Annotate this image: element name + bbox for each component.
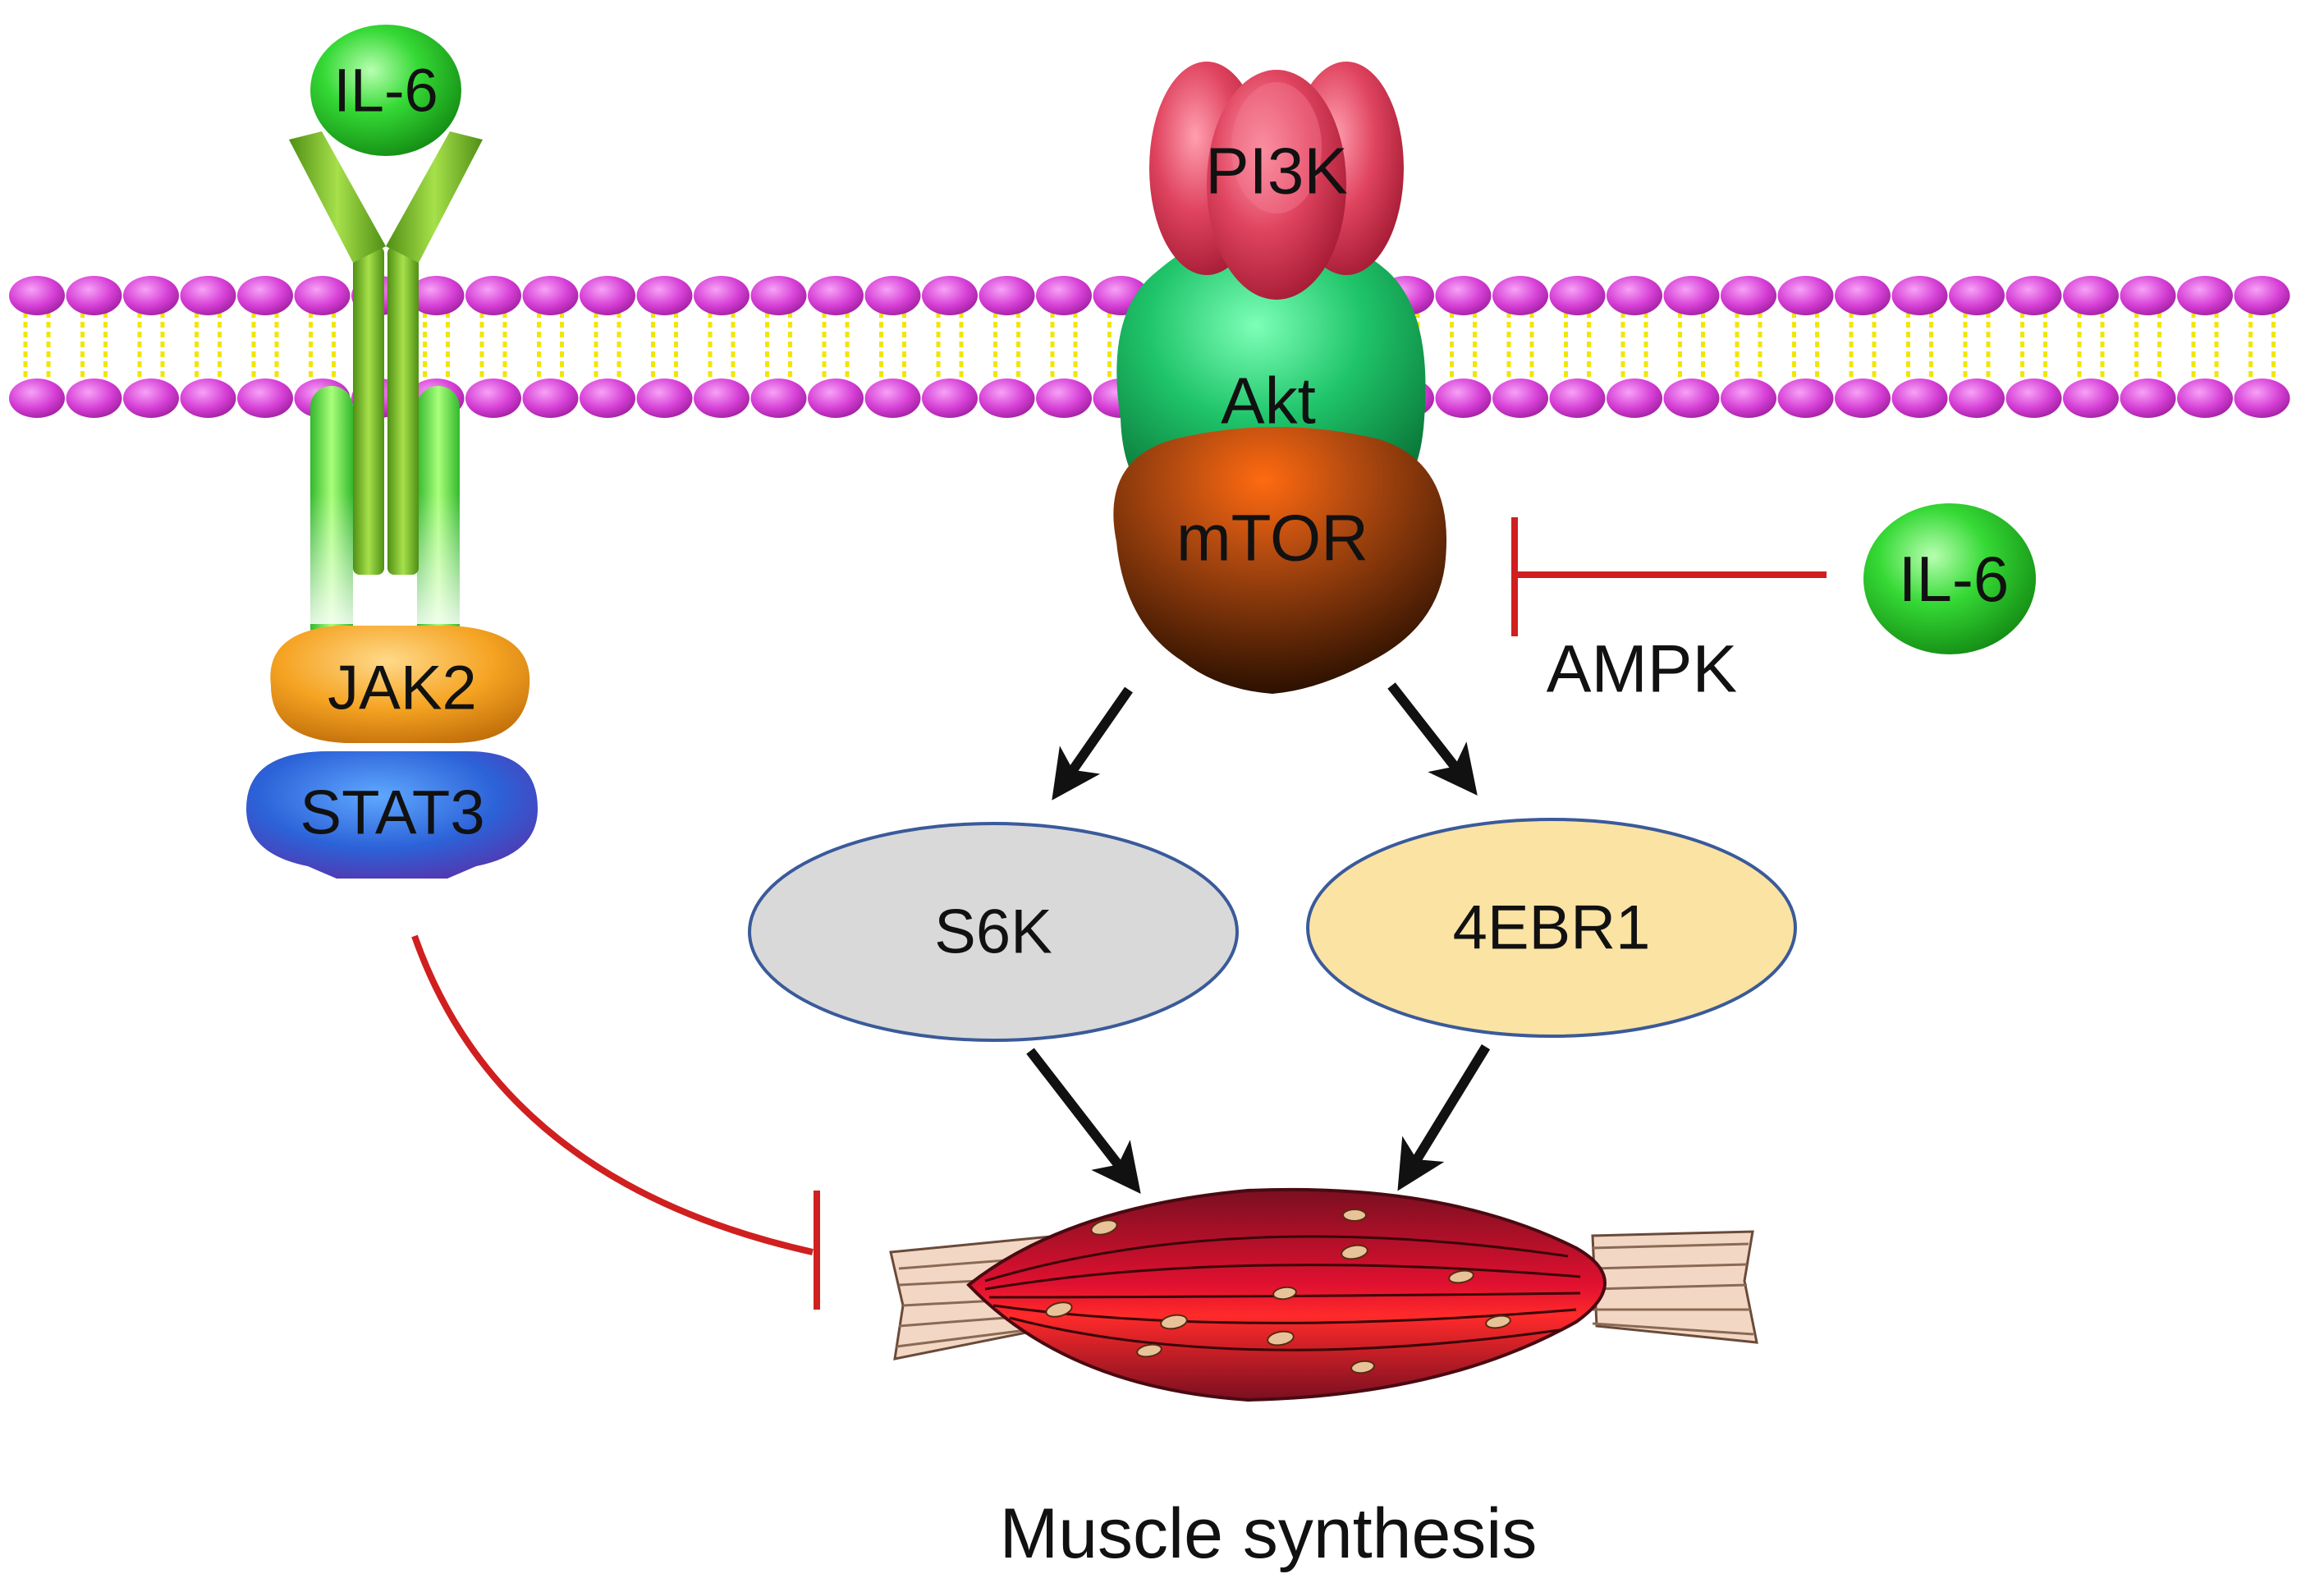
il6-receptor-label: IL-6: [333, 57, 438, 125]
4ebr1-node: 4EBR1: [1306, 818, 1797, 1038]
4ebr1-label: 4EBR1: [1453, 893, 1651, 963]
muscle-synthesis-caption: Muscle synthesis: [1000, 1494, 1538, 1573]
lipid-head: [922, 276, 978, 315]
lipid-head: [180, 379, 236, 418]
lipid-head: [408, 276, 465, 315]
lipid-head: [9, 276, 65, 315]
lipid-head: [1891, 379, 1948, 418]
lipid-head: [2063, 276, 2119, 315]
cell-membrane: [9, 276, 2290, 418]
lipid-head: [1891, 276, 1948, 315]
arrow-icon-mtor-s6k: [1052, 686, 1133, 801]
lipid-head: [1549, 379, 1606, 418]
il6-receptor: [289, 131, 483, 649]
s6k-label: S6K: [934, 897, 1052, 967]
lipid-head: [2005, 379, 2062, 418]
lipid-head: [2120, 379, 2176, 418]
muscle-fiber-icon: [889, 1187, 1758, 1402]
lipid-head: [1777, 379, 1834, 418]
lipid-head: [1036, 276, 1092, 315]
il6-right-label: IL-6: [1899, 543, 2009, 615]
lipid-head: [580, 276, 635, 315]
lipid-head: [2005, 276, 2062, 315]
s6k-node: S6K: [748, 822, 1239, 1042]
lipid-head: [808, 276, 864, 315]
lipid-head: [1435, 276, 1492, 315]
lipid-head: [979, 276, 1035, 315]
lipid-head: [1663, 379, 1720, 418]
mtor-label: mTOR: [1176, 502, 1368, 575]
receptor-arm-left: [289, 131, 386, 263]
lipid-head: [1607, 276, 1662, 315]
lipid-head: [864, 379, 921, 418]
arrow-icon-s6k-muscle: [1026, 1048, 1141, 1194]
akt-label: Akt: [1221, 365, 1316, 438]
lipid-head: [1663, 276, 1720, 315]
mtor-node: mTOR: [1113, 427, 1447, 694]
lipid-head: [1721, 379, 1776, 418]
lipid-head: [1835, 276, 1891, 315]
receptor-stem-left: [353, 246, 384, 575]
receptor-stem-right: [387, 246, 419, 575]
lipid-head: [636, 276, 693, 315]
lipid-head: [1492, 276, 1548, 315]
lipid-head: [2234, 276, 2290, 315]
lipid-head: [580, 379, 635, 418]
lipid-head: [123, 379, 179, 418]
lipid-head: [237, 276, 293, 315]
lipid-head: [2063, 379, 2119, 418]
lipid-head: [1721, 276, 1776, 315]
stat3-node: STAT3: [246, 751, 538, 879]
lipid-head: [694, 276, 749, 315]
lipid-head: [1835, 379, 1891, 418]
stat3-label: STAT3: [300, 778, 484, 848]
lipid-head: [66, 379, 122, 418]
il6-ligand-receptor: IL-6: [310, 25, 461, 156]
activation-arrows: [1026, 682, 1491, 1194]
stat3-inhibition-curve: [411, 934, 814, 1255]
jak2-node: JAK2: [270, 626, 530, 743]
lipid-head: [1777, 276, 1834, 315]
lipid-head: [1949, 276, 2005, 315]
lipid-head: [1949, 379, 2005, 418]
lipid-head: [636, 379, 693, 418]
lipid-head: [180, 276, 236, 315]
jak2-label: JAK2: [328, 654, 477, 723]
lipid-head: [750, 276, 807, 315]
lipid-head: [979, 379, 1035, 418]
lipid-head: [1435, 379, 1492, 418]
arrow-icon-4ebr1-muscle: [1397, 1044, 1491, 1191]
stat3-inhibition: [411, 934, 820, 1310]
lipid-head: [2234, 379, 2290, 418]
ampk-label: AMPK: [1547, 632, 1737, 707]
pi3k-node: PI3K: [1149, 62, 1404, 300]
ampk-inhibition: [1511, 517, 1827, 636]
pi3k-label: PI3K: [1205, 135, 1347, 208]
lipid-head: [237, 379, 293, 418]
lipid-head: [522, 276, 579, 315]
lipid-head: [1607, 379, 1662, 418]
lipid-head: [694, 379, 749, 418]
lipid-head: [808, 379, 864, 418]
lipid-head: [2177, 276, 2233, 315]
lipid-head: [294, 276, 351, 315]
receptor-arm-right: [386, 131, 483, 263]
lipid-head: [1492, 379, 1548, 418]
lipid-head: [522, 379, 579, 418]
lipid-head: [123, 276, 179, 315]
lipid-head: [1549, 276, 1606, 315]
lipid-head: [2177, 379, 2233, 418]
lipid-head: [9, 379, 65, 418]
lipid-head: [1036, 379, 1092, 418]
lipid-head: [750, 379, 807, 418]
lipid-head: [922, 379, 978, 418]
lipid-head: [2120, 276, 2176, 315]
lipid-head: [66, 276, 122, 315]
arrow-icon-mtor-4ebr1: [1387, 682, 1478, 796]
lipid-head: [864, 276, 921, 315]
il6-ligand-right: IL-6: [1863, 503, 2036, 654]
lipid-head: [465, 276, 521, 315]
lipid-head: [465, 379, 521, 418]
